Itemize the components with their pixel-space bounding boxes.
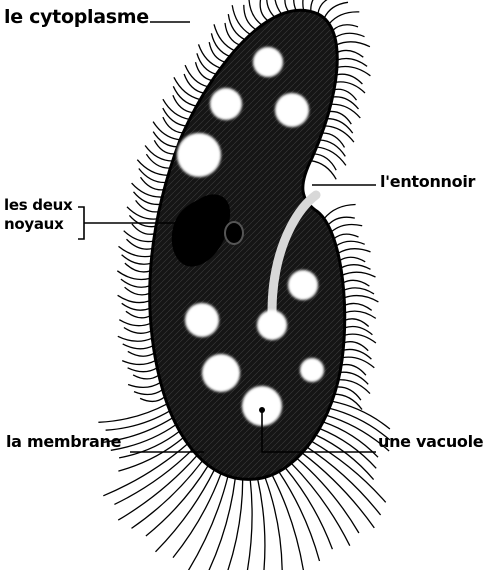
- cilium: [123, 344, 154, 349]
- cilium: [267, 0, 275, 17]
- cilium: [126, 311, 150, 318]
- cilium: [118, 336, 152, 341]
- cilium: [311, 0, 324, 12]
- cilium: [345, 319, 369, 327]
- label-cytoplasme: le cytoplasme: [4, 6, 149, 28]
- cilium: [336, 241, 365, 246]
- cilium: [140, 397, 165, 402]
- label-noyaux-line1: les deux: [4, 196, 72, 215]
- cilium: [121, 279, 150, 287]
- vacuole: [185, 303, 219, 337]
- vacuole: [202, 354, 240, 392]
- cilium: [154, 140, 175, 154]
- cilium: [285, 0, 289, 12]
- vacuole: [288, 270, 318, 300]
- cilium: [338, 249, 371, 254]
- micronucleus: [225, 222, 243, 244]
- cilium: [342, 272, 376, 277]
- vacuole: [275, 93, 309, 127]
- cilium: [122, 303, 150, 310]
- cilium: [329, 12, 359, 24]
- cilium: [197, 53, 216, 74]
- label-noyaux-line2: noyaux: [4, 215, 72, 234]
- cilium: [118, 295, 150, 302]
- vacuole: [257, 310, 287, 340]
- cilium: [122, 360, 156, 364]
- label-vacuole: une vacuole: [378, 432, 483, 451]
- cilium: [258, 479, 265, 570]
- cilium: [340, 257, 366, 262]
- cilium: [128, 368, 158, 372]
- cilium: [118, 455, 197, 520]
- cilium: [125, 287, 150, 295]
- cilium: [337, 59, 367, 67]
- vacuole: [210, 88, 242, 120]
- cilium: [336, 42, 370, 47]
- cilium: [318, 0, 335, 14]
- cilium: [173, 473, 221, 557]
- cilium: [119, 431, 180, 458]
- cilium: [119, 320, 150, 326]
- cilium: [132, 461, 203, 529]
- cilium: [337, 50, 363, 57]
- cilium: [332, 401, 390, 429]
- cilium: [341, 265, 371, 270]
- cilium: [285, 468, 332, 550]
- cilium: [146, 154, 170, 168]
- cilium: [134, 390, 163, 395]
- vacuole: [177, 133, 221, 177]
- cilium: [232, 5, 250, 34]
- cilium: [245, 479, 252, 570]
- vacuole: [253, 47, 283, 77]
- cilium: [343, 280, 370, 286]
- cilium: [345, 311, 376, 318]
- cilium: [124, 231, 154, 242]
- cilium: [345, 326, 373, 334]
- cilium: [335, 33, 365, 37]
- cilium: [227, 479, 243, 570]
- cilium: [334, 234, 359, 239]
- cilium: [344, 288, 374, 294]
- cilium: [344, 296, 378, 302]
- cilium: [307, 447, 381, 515]
- cilium: [331, 225, 362, 232]
- label-entonnoir: l'entonnoir: [380, 172, 475, 191]
- cilium: [302, 453, 374, 528]
- cilium: [128, 382, 161, 387]
- cilium: [275, 0, 282, 14]
- cilium: [311, 441, 385, 502]
- cilium: [128, 351, 155, 356]
- label-deux-noyaux: les deux noyaux: [4, 196, 72, 234]
- cilium: [335, 82, 365, 93]
- cilium: [124, 328, 151, 334]
- cilium: [324, 205, 356, 219]
- vacuole: [300, 358, 324, 382]
- cilium: [333, 25, 358, 31]
- cilium: [188, 476, 229, 570]
- cilium: [133, 375, 159, 379]
- cilium: [342, 357, 374, 368]
- cilium: [324, 2, 348, 18]
- label-membrane: la membrane: [6, 432, 121, 451]
- cilium: [211, 33, 230, 56]
- cilium: [228, 14, 245, 40]
- cilium: [98, 404, 167, 423]
- cilium: [291, 463, 350, 546]
- cilium: [345, 303, 372, 310]
- cilium: [119, 246, 152, 256]
